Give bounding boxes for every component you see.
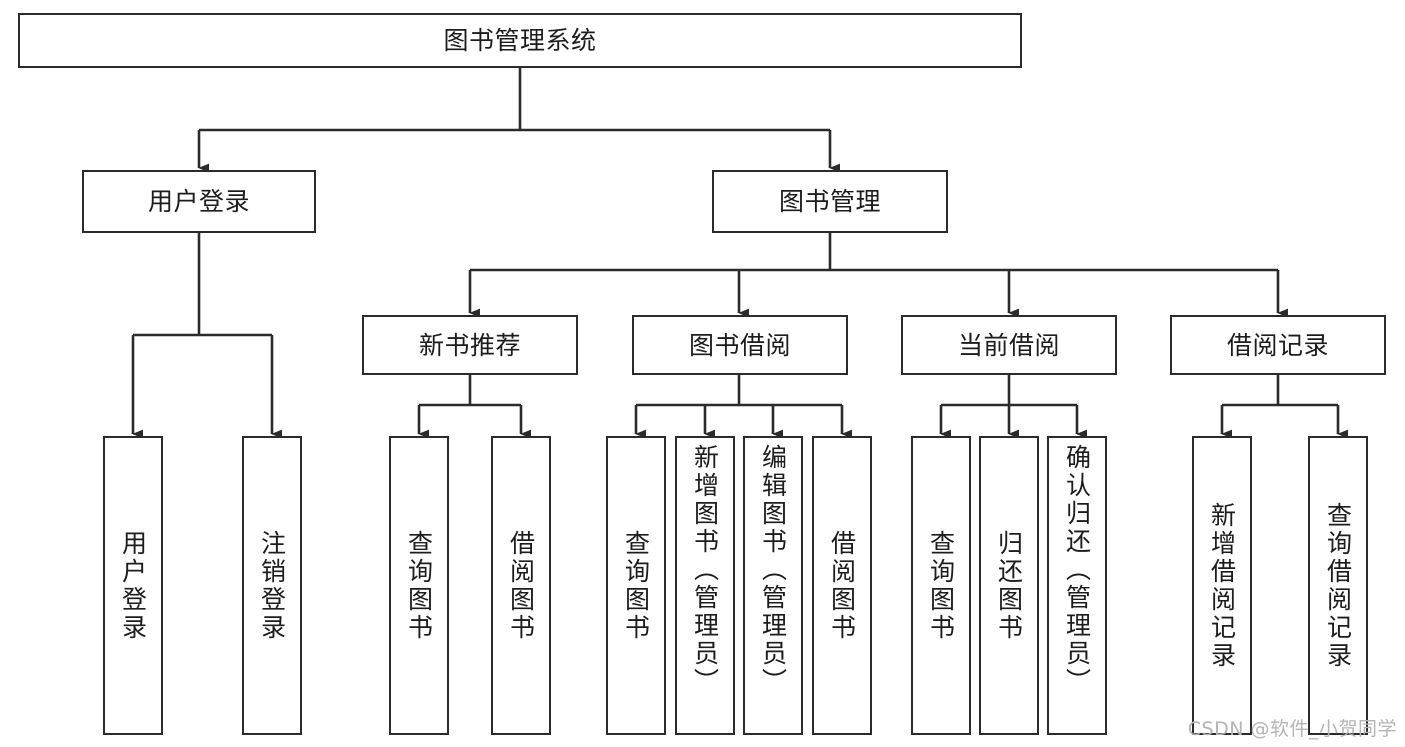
node-user-login[interactable]: 用户登录 bbox=[82, 170, 316, 233]
node-leaf-user-login[interactable]: 用户登录 bbox=[103, 436, 163, 735]
node-leaf-logout-login-label: 注销登录 bbox=[257, 529, 287, 642]
node-root[interactable]: 图书管理系统 bbox=[18, 13, 1022, 68]
node-new-book-recommend[interactable]: 新书推荐 bbox=[362, 315, 578, 375]
node-book-borrow-label: 图书借阅 bbox=[688, 330, 791, 360]
node-leaf-borrow-book-2[interactable]: 借阅图书 bbox=[812, 436, 872, 735]
node-leaf-edit-book[interactable]: 编辑图书（管理员） bbox=[743, 436, 803, 735]
node-book-management-label: 图书管理 bbox=[778, 187, 881, 216]
node-leaf-borrow-book-1-label: 借阅图书 bbox=[506, 529, 536, 642]
node-leaf-add-record-label: 新增借阅记录 bbox=[1207, 501, 1237, 670]
node-leaf-confirm-return-label: 确认归还（管理员） bbox=[1062, 444, 1092, 696]
node-leaf-query-book-3-label: 查询图书 bbox=[926, 529, 956, 642]
node-book-management[interactable]: 图书管理 bbox=[712, 170, 948, 233]
node-leaf-return-book[interactable]: 归还图书 bbox=[979, 436, 1039, 735]
node-borrow-record[interactable]: 借阅记录 bbox=[1170, 315, 1386, 375]
node-leaf-add-record[interactable]: 新增借阅记录 bbox=[1192, 436, 1252, 735]
node-user-login-label: 用户登录 bbox=[147, 187, 250, 216]
node-leaf-add-book[interactable]: 新增图书（管理员） bbox=[675, 436, 735, 735]
node-leaf-query-book-2-label: 查询图书 bbox=[621, 529, 651, 642]
node-root-label: 图书管理系统 bbox=[443, 26, 597, 55]
node-leaf-return-book-label: 归还图书 bbox=[994, 529, 1024, 642]
node-leaf-edit-book-label: 编辑图书（管理员） bbox=[758, 444, 788, 696]
node-new-book-recommend-label: 新书推荐 bbox=[418, 330, 521, 360]
node-leaf-query-book-3[interactable]: 查询图书 bbox=[911, 436, 971, 735]
node-book-borrow[interactable]: 图书借阅 bbox=[632, 315, 848, 375]
node-leaf-confirm-return[interactable]: 确认归还（管理员） bbox=[1047, 436, 1107, 735]
node-leaf-add-book-label: 新增图书（管理员） bbox=[690, 444, 720, 696]
node-leaf-query-book-1[interactable]: 查询图书 bbox=[389, 436, 449, 735]
node-leaf-borrow-book-2-label: 借阅图书 bbox=[827, 529, 857, 642]
node-leaf-query-book-1-label: 查询图书 bbox=[404, 529, 434, 642]
node-leaf-logout-login[interactable]: 注销登录 bbox=[242, 436, 302, 735]
node-borrow-record-label: 借阅记录 bbox=[1226, 330, 1329, 360]
node-leaf-query-record-label: 查询借阅记录 bbox=[1323, 501, 1353, 670]
node-current-borrow-label: 当前借阅 bbox=[957, 330, 1060, 360]
node-current-borrow[interactable]: 当前借阅 bbox=[901, 315, 1117, 375]
node-leaf-query-record[interactable]: 查询借阅记录 bbox=[1308, 436, 1368, 735]
node-leaf-query-book-2[interactable]: 查询图书 bbox=[606, 436, 666, 735]
node-leaf-user-login-label: 用户登录 bbox=[118, 529, 148, 642]
node-leaf-borrow-book-1[interactable]: 借阅图书 bbox=[491, 436, 551, 735]
